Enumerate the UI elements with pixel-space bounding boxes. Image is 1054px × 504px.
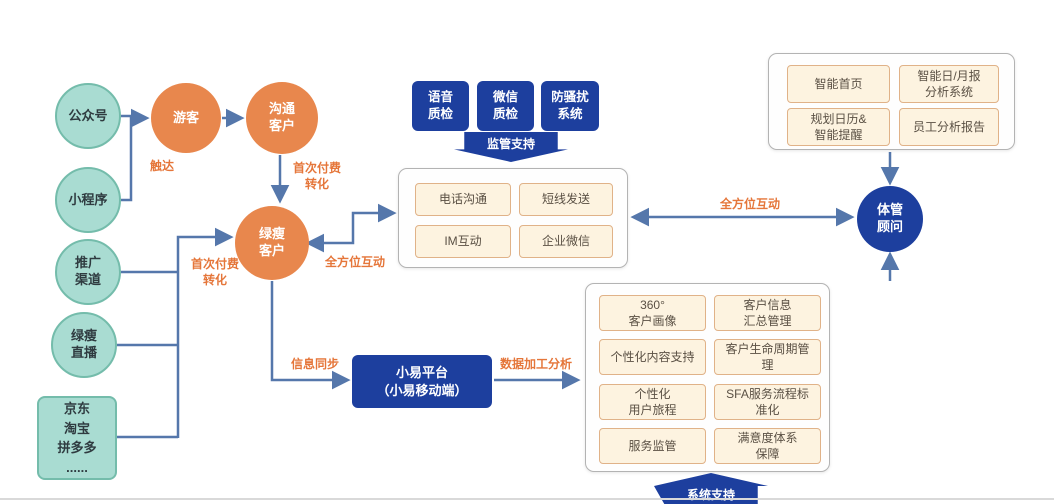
node-ls-customer: 绿瘦 客户 bbox=[235, 206, 309, 280]
card-sms-send: 短线发送 bbox=[519, 183, 613, 216]
node-live-stream: 绿瘦 直播 bbox=[51, 312, 117, 378]
label-omni-left: 全方位互动 bbox=[324, 255, 385, 269]
node-ecommerce: 京东 淘宝 拼多多 ...... bbox=[37, 396, 117, 480]
bottom-divider bbox=[0, 498, 1054, 500]
card-service-monitor: 服务监管 bbox=[599, 428, 706, 464]
node-anti-harassment: 防骚扰 系统 bbox=[541, 81, 599, 131]
label-first-pay-top: 首次付费 转化 bbox=[292, 161, 341, 192]
node-visitor: 游客 bbox=[151, 83, 221, 153]
label-info-sync: 信息同步 bbox=[290, 357, 339, 371]
edge-accounts-bracket bbox=[121, 114, 133, 202]
smart-container: 智能首页 智能日/月报 分析系统 规划日历& 智能提醒 员工分析报告 bbox=[768, 53, 1015, 150]
card-sfa-process: SFA服务流程标 准化 bbox=[714, 384, 821, 420]
edge-channels-collector bbox=[117, 237, 228, 439]
card-smart-report: 智能日/月报 分析系统 bbox=[899, 65, 999, 103]
card-im-interaction: IM互动 bbox=[415, 225, 511, 258]
card-personal-content: 个性化内容支持 bbox=[599, 339, 706, 375]
node-platform: 小易平台 （小易移动端） bbox=[352, 355, 492, 408]
card-wecom: 企业微信 bbox=[519, 225, 613, 258]
node-mini-program: 小程序 bbox=[55, 167, 121, 233]
label-first-pay-left: 首次付费 转化 bbox=[190, 257, 239, 288]
node-promo-channel: 推广 渠道 bbox=[55, 239, 121, 305]
label-data-analysis: 数据加工分析 bbox=[499, 357, 572, 371]
node-wechat-qc: 微信 质检 bbox=[477, 81, 534, 131]
edge-customer-platform bbox=[270, 281, 351, 390]
card-customer-info: 客户信息 汇总管理 bbox=[714, 295, 821, 331]
node-advisor: 体管 顾问 bbox=[857, 186, 923, 252]
card-calendar-reminder: 规划日历& 智能提醒 bbox=[787, 108, 890, 146]
card-smart-home: 智能首页 bbox=[787, 65, 890, 103]
node-comm-customer: 沟通 客户 bbox=[246, 82, 318, 154]
touch-container: 电话沟通 短线发送 IM互动 企业微信 bbox=[398, 168, 628, 268]
service-container: 360° 客户画像 客户信息 汇总管理 个性化内容支持 客户生命周期管 理 个性… bbox=[585, 283, 830, 472]
label-reach: 触达 bbox=[149, 159, 174, 173]
card-user-journey: 个性化 用户旅程 bbox=[599, 384, 706, 420]
edge-customer-touchbox bbox=[305, 203, 397, 253]
card-360-profile: 360° 客户画像 bbox=[599, 295, 706, 331]
node-public-account: 公众号 bbox=[55, 83, 121, 149]
card-staff-report: 员工分析报告 bbox=[899, 108, 999, 146]
label-omni-right: 全方位互动 bbox=[719, 197, 780, 211]
node-voice-qc: 语音 质检 bbox=[412, 81, 469, 131]
card-satisfaction: 满意度体系 保障 bbox=[714, 428, 821, 464]
card-phone-comm: 电话沟通 bbox=[415, 183, 511, 216]
card-lifecycle-mgmt: 客户生命周期管 理 bbox=[714, 339, 821, 375]
